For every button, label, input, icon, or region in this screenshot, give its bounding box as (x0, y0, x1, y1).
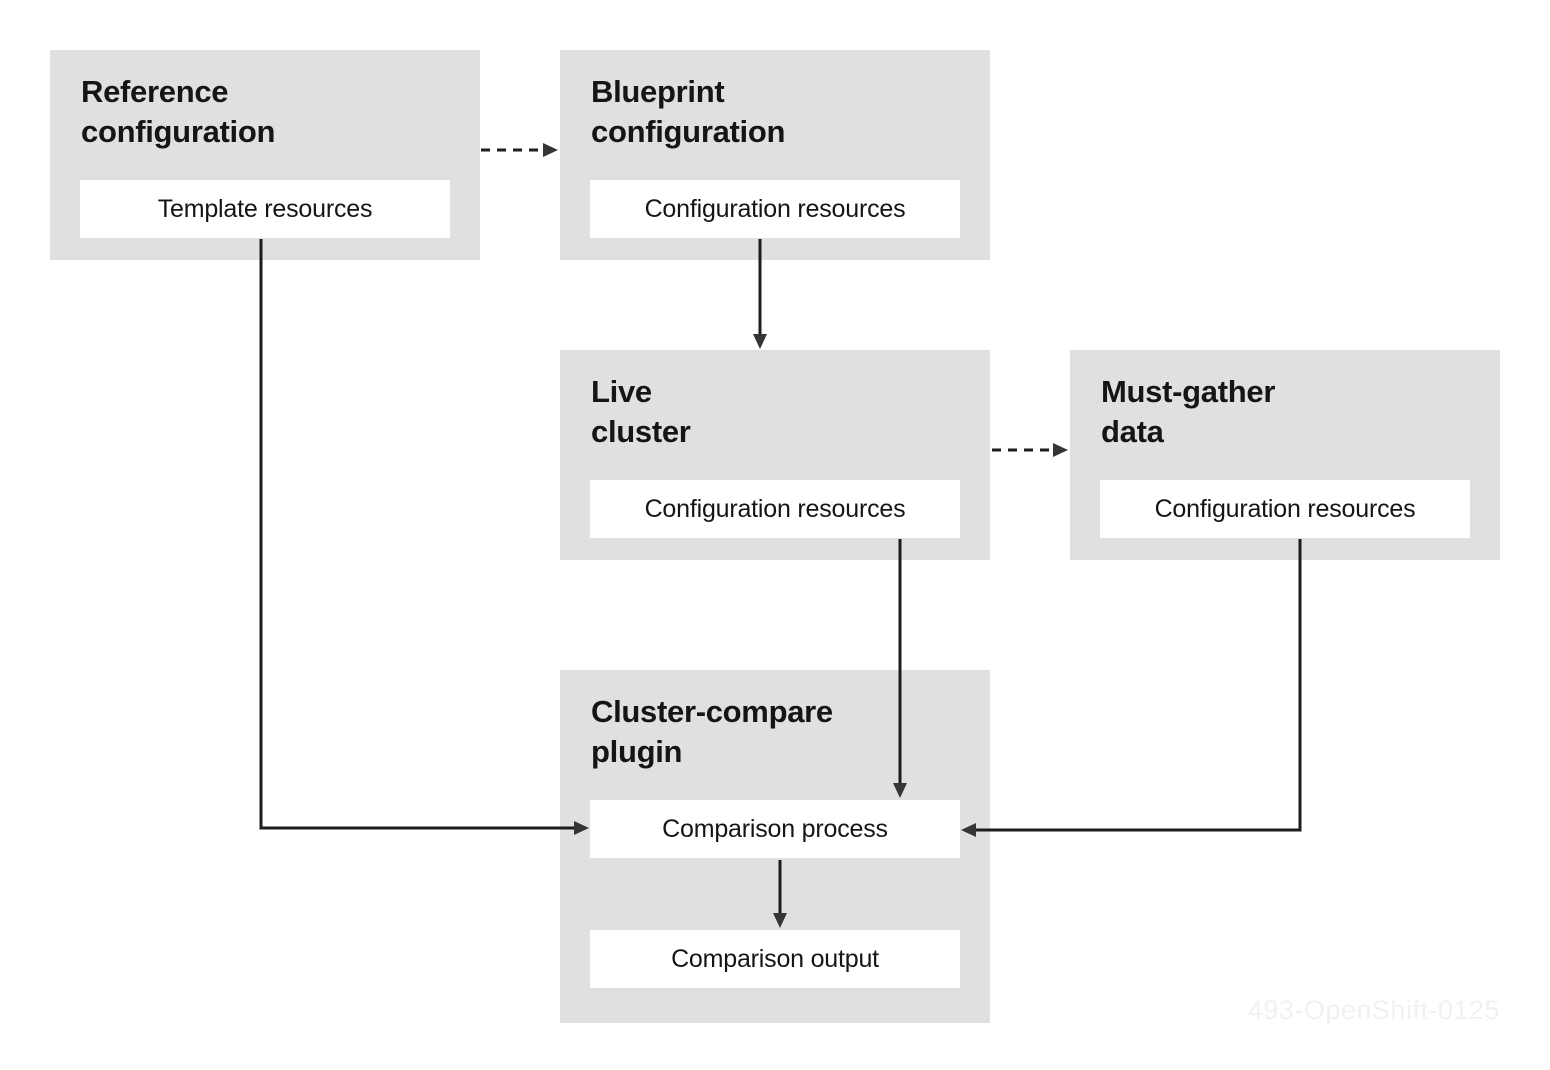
arrow-template-resources-to-comparison-process (259, 239, 589, 835)
comparison-output-chip: Comparison output (590, 930, 960, 988)
reference-configuration-title: Reference configuration (81, 74, 276, 149)
blueprint-configuration-title: Blueprint configuration (591, 74, 786, 149)
arrow-must-gather-to-comparison-process (961, 539, 1302, 837)
must-gather-data-title: Must-gather data (1101, 374, 1276, 449)
cluster-compare-plugin-title: Cluster-compare plugin (591, 694, 833, 769)
box-reference-configuration: Reference configuration Template resourc… (50, 50, 480, 260)
template-resources-chip: Template resources (80, 180, 450, 238)
dashed-arrow-reference-to-blueprint (481, 143, 558, 157)
arrowhead-right-icon (543, 143, 558, 157)
watermark: 493-OpenShift-0125 (1247, 995, 1500, 1025)
box-cluster-compare-plugin: Cluster-compare plugin Comparison proces… (560, 670, 990, 1023)
live-cluster-configuration-resources-chip: Configuration resources (590, 480, 960, 538)
blueprint-configuration-resources-chip: Configuration resources (590, 180, 960, 238)
arrowhead-down-icon (753, 334, 767, 349)
live-cluster-title: Live cluster (591, 374, 691, 449)
arrowhead-right-icon (1053, 443, 1068, 457)
dashed-arrow-live-cluster-to-must-gather (992, 443, 1068, 457)
box-blueprint-configuration: Blueprint configuration Configuration re… (560, 50, 990, 260)
must-gather-configuration-resources-chip: Configuration resources (1100, 480, 1470, 538)
comparison-process-chip: Comparison process (590, 800, 960, 858)
box-live-cluster: Live cluster Configuration resources (560, 350, 990, 560)
box-must-gather-data: Must-gather data Configuration resources (1070, 350, 1500, 560)
